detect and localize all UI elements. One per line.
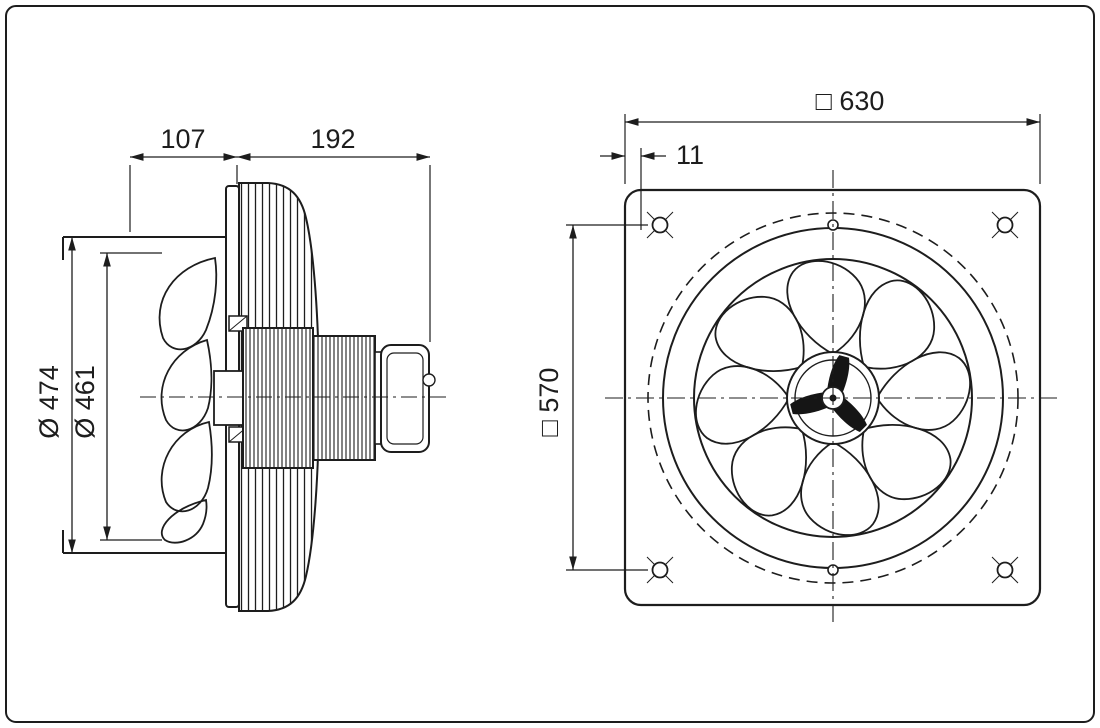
side-view: 107 192 Ø 474 Ø 461 bbox=[34, 124, 448, 612]
dimension-630: □ 630 bbox=[624, 86, 1041, 184]
impeller-blades-side bbox=[158, 256, 218, 544]
dimension-107: 107 bbox=[129, 124, 238, 232]
terminal-box bbox=[380, 344, 436, 453]
dim-label-11: 11 bbox=[676, 140, 704, 170]
dimension-570: □ 570 bbox=[534, 224, 648, 571]
dim-label-570: □ 570 bbox=[534, 368, 564, 437]
dimension-461: Ø 461 bbox=[70, 252, 162, 541]
dimension-192: 192 bbox=[237, 124, 431, 342]
hub-block bbox=[213, 370, 245, 426]
dim-label-192: 192 bbox=[310, 124, 355, 154]
dim-label-474: Ø 474 bbox=[34, 365, 64, 439]
dim-label-630: □ 630 bbox=[816, 86, 885, 116]
motor-body bbox=[242, 327, 384, 469]
drawing-border bbox=[5, 5, 1095, 723]
front-centerlines bbox=[605, 170, 1060, 627]
dim-label-461: Ø 461 bbox=[70, 365, 100, 439]
front-view: □ 630 11 □ 570 bbox=[534, 86, 1060, 627]
wall-ring-outline bbox=[62, 236, 228, 554]
dim-label-107: 107 bbox=[160, 124, 205, 154]
dimension-474: Ø 474 bbox=[34, 237, 76, 553]
dimension-11: 11 bbox=[600, 140, 704, 230]
